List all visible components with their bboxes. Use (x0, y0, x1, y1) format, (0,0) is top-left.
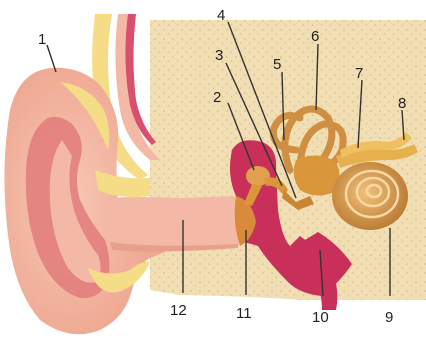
label-1: 1 (38, 31, 46, 48)
label-3: 3 (215, 47, 223, 64)
label-8: 8 (398, 95, 406, 112)
vestibule (294, 155, 340, 195)
label-2: 2 (213, 89, 221, 106)
ear-canal (103, 196, 244, 248)
label-10: 10 (312, 309, 329, 326)
cochlea (332, 162, 408, 230)
label-5: 5 (273, 56, 281, 73)
label-6: 6 (311, 28, 319, 45)
label-11: 11 (236, 305, 252, 322)
label-7: 7 (355, 65, 363, 82)
label-4: 4 (217, 7, 225, 24)
label-9: 9 (385, 309, 393, 326)
label-12: 12 (170, 302, 187, 319)
